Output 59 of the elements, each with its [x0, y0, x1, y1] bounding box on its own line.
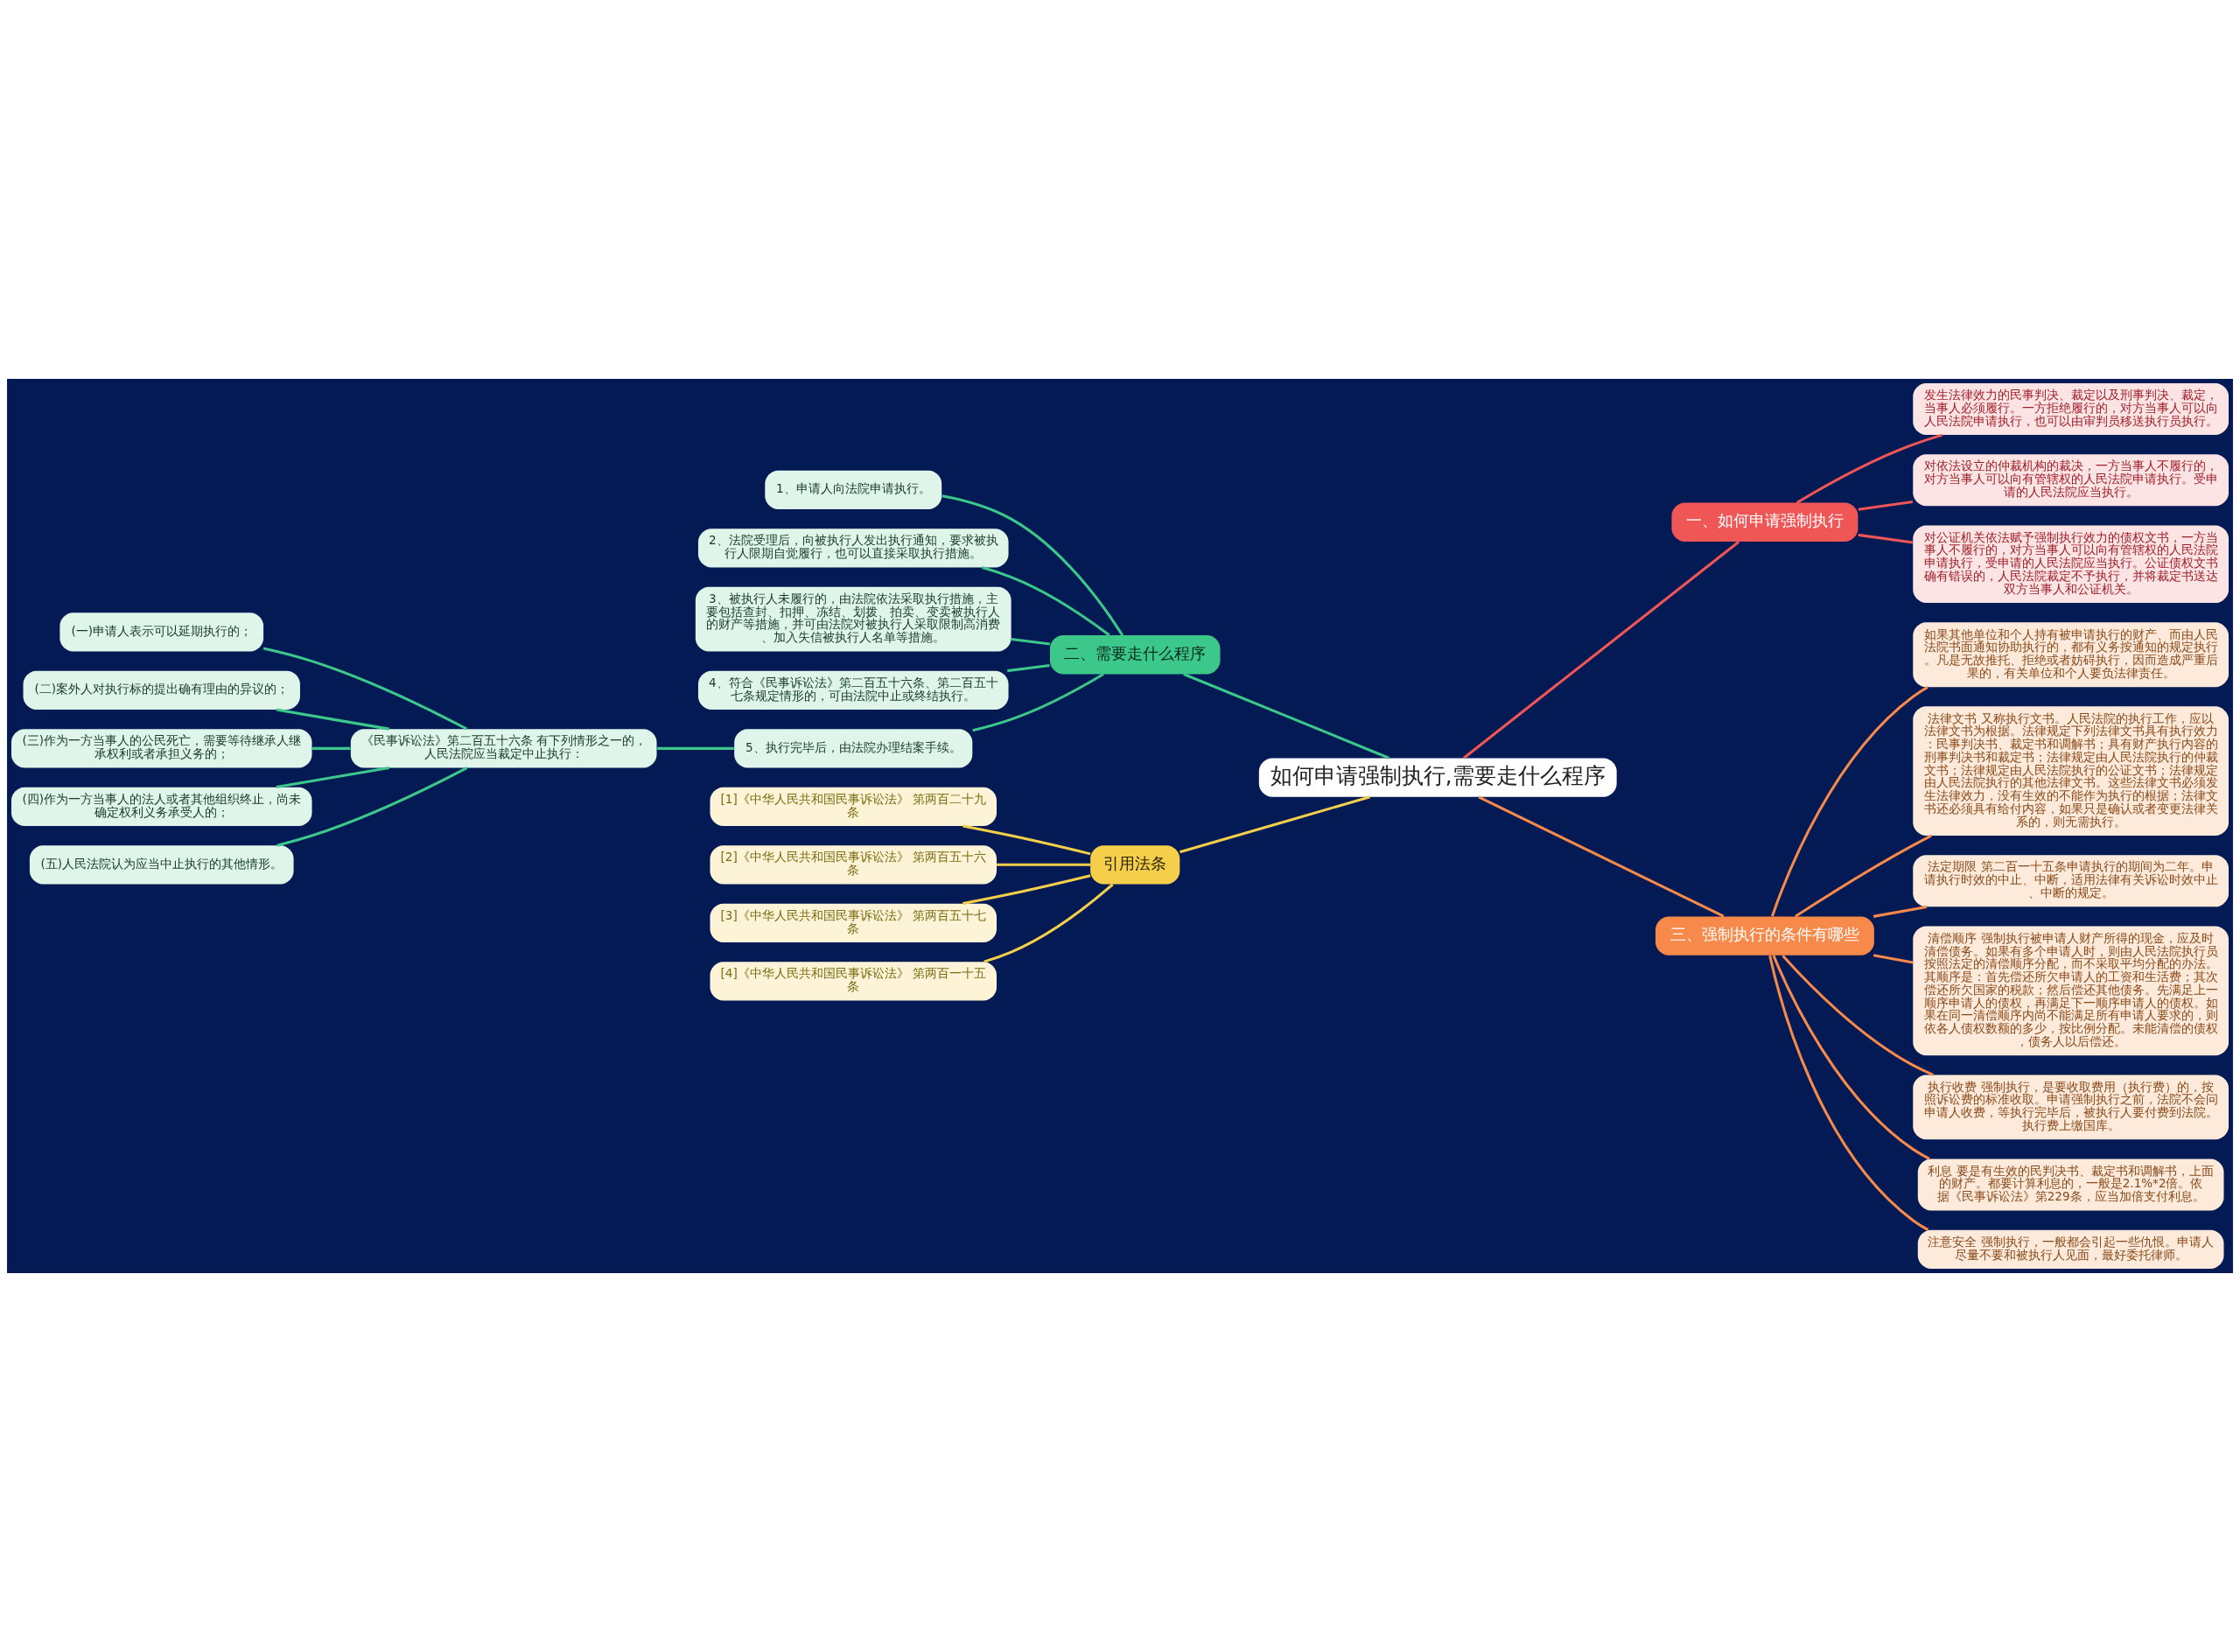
node-box: (三)作为一方当事人的公民死亡，需要等待继承人继承权利或者承担义务的； [10, 729, 312, 768]
connector [962, 824, 1091, 856]
connector [1796, 433, 1943, 504]
node-box: 对公证机关依法赋予强制执行效力的债权文书，一方当事人不履行的，对方当事人可以向有管辖权的人民法院申请执行，受申请的人民法院应当执行。公证债权文书确有错误的，人民法院裁定不予执行，并将裁定书送达双方当事人和公证机关。 [1913, 525, 2230, 604]
node-box: 法定期限 第二百一十五条申请执行的期间为二年。申请执行时效的中止、中断，适用法律有关诉讼时效中止、中断的规定。 [1913, 855, 2230, 907]
node-box: 4、符合《民事诉讼法》第二百五十六条、第二百五十七条规定情形的，可由法院中止或终结执行。 [697, 670, 1009, 710]
node-box: (二)案外人对执行标的提出确有理由的异议的； [23, 670, 300, 710]
connector [1011, 637, 1051, 646]
connector [1858, 533, 1914, 544]
node-box: 5、执行完毕后，由法院办理结案手续。 [734, 729, 973, 768]
connector [982, 566, 1110, 636]
connector [276, 766, 389, 789]
connector [1478, 795, 1725, 918]
connector [657, 746, 734, 750]
node-box: 清偿顺序 强制执行被申请人财产所得的现金，应及时清偿债务。如果有多个申请人时，则由人民法院执行员按照法定的清偿顺序分配，而不采取平均分配的办法。其顺序是：首先偿还所欠申请人的工资和生活费；其次偿还所欠国家的税款；然后偿还其他债务。先满足上一顺序申请人的债权，再满足下一顺序申请人的债权。如果在同一清偿顺序内尚不能满足所有申请人要求的，则依各人债权数额的多少，按比例分配。未能清偿的债权，债务人以后偿还。 [1913, 926, 2230, 1056]
node-box: 三、强制执行的条件有哪些 [1655, 916, 1874, 956]
node-box: [1]《中华人民共和国民事诉讼法》 第两百二十九条 [710, 787, 997, 826]
node-box: 1、申请人向法院申请执行。 [765, 470, 942, 509]
node-box: 3、被执行人未履行的，由法院依法采取执行措施，主要包括查封、扣押、冻结、划拨、拍卖、变卖被执行人的财产等措施，并可由法院对被执行人采取限制高消费、加入失信被执行人名单等措施。 [695, 586, 1012, 652]
connector [984, 883, 1114, 963]
node-box: 注意安全 强制执行，一般都会引起一些仇恨。申请人尽量不要和被执行人见面，最好委托律师。 [1917, 1229, 2224, 1270]
connector [312, 746, 351, 750]
node-box: 2、法院受理后，向被执行人发出执行通知，要求被执行人限期自觉履行，也可以直接采取执行措施。 [697, 528, 1009, 568]
connector [1183, 673, 1390, 760]
node-box: [3]《中华人民共和国民事诉讼法》 第两百五十七条 [710, 903, 997, 942]
node-box: 发生法律效力的民事判决、裁定以及刑事判决、裁定，当事人必须履行。一方拒绝履行的，对方当事人可以向人民法院申请执行，也可以由审判员移送执行员执行。 [1913, 382, 2230, 436]
connector [1463, 541, 1740, 760]
node-box: 法律文书 又称执行文书。人民法院的执行工作，应以法律文书为根据。法律规定下列法律文书具有执行效力：民事判决书、裁定书和调解书；具有财产执行内容的刑事判决书和裁定书；法律规定由人民法院执行的仲裁文书；法律规定由人民法院执行的公证文书；法律规定由人民法院执行的其他法律文书。这些法律文书必须发生法律效力，没有生效的不能作为执行的根据；法律文书还必须具有给付内容，如果只是确认或者变更法律关系的，则无需执行。 [1913, 706, 2230, 836]
connector [942, 494, 1124, 636]
node-box: 执行收费 强制执行，是要收取费用（执行费）的，按照诉讼费的标准收取。申请强制执行之前，法院不会问申请人收费，等执行完毕后，被执行人要付费到法院。执行费上缴国库。 [1913, 1074, 2230, 1140]
connector [962, 874, 1091, 906]
node-box: 二、需要走什么程序 [1049, 635, 1221, 675]
connector [1782, 955, 1934, 1076]
node-box: (一)申请人表示可以延期执行的； [60, 612, 264, 652]
connector [276, 766, 468, 847]
connector [1770, 686, 1928, 917]
node-box: (五)人民法院认为应当中止执行的其他情形。 [29, 845, 294, 885]
connector [1007, 663, 1050, 673]
connector [972, 673, 1104, 732]
node-box: [2]《中华人民共和国民事诉讼法》 第两百五十六条 [710, 845, 997, 885]
node-box: 如何申请强制执行,需要走什么程序 [1258, 758, 1617, 797]
connector [262, 647, 468, 731]
node-box: (四)作为一方当事人的法人或者其他组织终止，尚未确定权利义务承受人的； [10, 787, 312, 826]
node-box: 利息 要是有生效的民判决书、裁定书和调解书，上面的财产。都要计算利息的，一般是2.1%*2倍。依据《民事诉讼法》第229条，应当加倍支付利息。 [1917, 1158, 2224, 1211]
connector [276, 708, 389, 731]
connector [1858, 500, 1914, 511]
node-box: 引用法条 [1090, 845, 1180, 885]
connector [1768, 955, 1929, 1231]
connector [1772, 955, 1930, 1160]
connector [1872, 954, 1914, 964]
node-box: 如果其他单位和个人持有被申请执行的财产、而由人民法院书面通知协助执行的，都有义务按通知的规定执行。凡是无故推托、拒绝或者妨碍执行，因而造成严重后果的，有关单位和个人要负法律责任。 [1913, 622, 2230, 688]
node-box: [4]《中华人民共和国民事诉讼法》 第两百一十五条 [710, 962, 997, 1001]
connector [1872, 905, 1928, 918]
connector [1180, 795, 1371, 854]
connector [1795, 834, 1932, 918]
node-box: 《民事诉讼法》第二百五十六条 有下列情形之一的，人民法院应当裁定中止执行： [350, 729, 657, 768]
node-box: 对依法设立的仲裁机构的裁决，一方当事人不履行的，对方当事人可以向有管辖权的人民法院申请执行。受申请的人民法院应当执行。 [1913, 454, 2230, 507]
node-box: 一、如何申请强制执行 [1671, 502, 1858, 542]
connector [997, 863, 1091, 866]
